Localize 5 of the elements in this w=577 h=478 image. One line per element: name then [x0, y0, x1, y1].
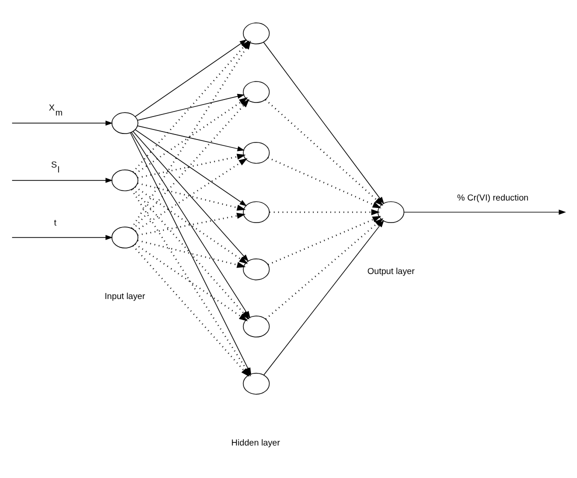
- label: Output layer: [367, 265, 415, 276]
- edge-label: % Cr(VI) reduction: [457, 192, 528, 202]
- label: Input layer: [104, 290, 146, 301]
- edge-label: t: [54, 217, 56, 228]
- label: Hidden layer: [231, 436, 280, 447]
